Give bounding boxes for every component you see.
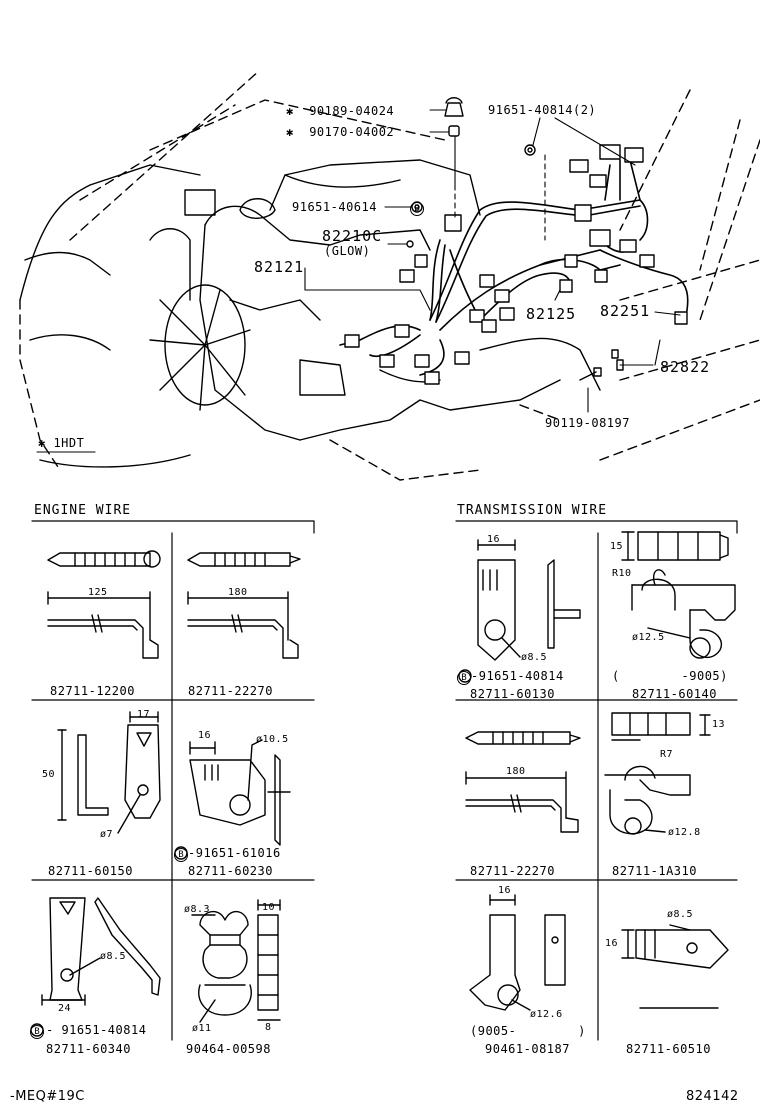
vehicle-body-outline xyxy=(20,70,760,480)
b-marker-icon: B xyxy=(457,671,471,685)
dim-label: 180 xyxy=(506,766,526,777)
cooling-fan xyxy=(150,229,250,410)
clamp-82711-22270-engine xyxy=(188,553,300,658)
part-82711-60230: 82711-60230 xyxy=(188,864,273,878)
dim-label: ø7 xyxy=(100,829,114,840)
dim-label: ø8.5 xyxy=(100,951,127,962)
star-marker: ✱ xyxy=(286,125,294,139)
section-frames xyxy=(32,521,737,1040)
part-number: 91651-40614 xyxy=(292,200,377,214)
dim-label: R10 xyxy=(612,568,632,579)
label-91651-40614: 91651-40614 xyxy=(292,200,377,214)
dim-label: ø12.6 xyxy=(530,1009,563,1020)
harness-connectors xyxy=(345,145,687,384)
part-82711-60510: 82711-60510 xyxy=(626,1042,711,1056)
dim-label: ø8.5 xyxy=(521,652,548,663)
part-82711-60340: 82711-60340 xyxy=(46,1042,131,1056)
part-number: 90189-04024 xyxy=(309,104,395,118)
footer-left-code: -MEQ#19C xyxy=(10,1089,85,1104)
engine-block xyxy=(185,160,600,440)
label-glow: (GLOW) xyxy=(324,244,371,258)
part-82711-1A310: 82711-1A310 xyxy=(612,864,697,878)
b-marker-icon: B xyxy=(30,1025,44,1039)
part-number: 90170-04002 xyxy=(309,125,395,139)
part-82711-22270-engine: 82711-22270 xyxy=(188,684,273,698)
b-marker-icon: B xyxy=(410,202,424,216)
dim-label: ø8.3 xyxy=(184,904,211,915)
part-82711-12200: 82711-12200 xyxy=(50,684,135,698)
note-9005-from: (9005- ) xyxy=(470,1024,586,1038)
bracket-82711-60510 xyxy=(622,925,728,1008)
bolt-91651-61016: -91651-61016 xyxy=(188,846,281,860)
clamp-82711-22270-trans xyxy=(466,732,580,832)
bracket-82711-60150 xyxy=(58,712,160,833)
dim-label: 8 xyxy=(265,1022,272,1033)
label-90119-08197: 90119-08197 xyxy=(545,416,630,430)
dim-label: ø11 xyxy=(192,1023,212,1034)
part-82711-60130: 82711-60130 xyxy=(470,687,555,701)
dim-label: 10 xyxy=(262,902,276,913)
top-leaders xyxy=(37,110,680,452)
dim-label: R7 xyxy=(660,749,674,760)
bracket-82711-60340 xyxy=(31,898,160,1036)
bracket-82711-60230 xyxy=(175,740,290,859)
clip-90464-00598 xyxy=(192,900,280,1022)
fender-outline xyxy=(20,165,200,300)
label-90189-04024: ✱ 90189-04024 xyxy=(286,104,394,118)
dim-label: 13 xyxy=(712,719,726,730)
part-82711-22270-trans: 82711-22270 xyxy=(470,864,555,878)
bracket-82711-60130 xyxy=(459,540,580,682)
b-marker-91651-40814-trans: B xyxy=(457,669,473,685)
label-90170-04002: ✱ 90170-04002 xyxy=(286,125,394,139)
dim-label: ø12.5 xyxy=(632,632,665,643)
wire-harness xyxy=(340,160,688,375)
part-90464-00598: 90464-00598 xyxy=(186,1042,271,1056)
section-title-engine-wire: ENGINE WIRE xyxy=(34,503,132,518)
label-82121: 82121 xyxy=(254,258,305,276)
bolt-91651-40814-engine: - 91651-40814 xyxy=(46,1023,147,1037)
part-number: 91651-40814 xyxy=(61,1023,147,1037)
bolt-91651-40814-trans: -91651-40814 xyxy=(471,669,564,683)
bracket-82711-60140 xyxy=(622,532,735,658)
dim-label: 50 xyxy=(42,769,56,780)
part-number: 91651-40814 xyxy=(478,669,564,683)
b-marker-91651-40814-engine: B xyxy=(30,1023,46,1039)
star-marker: ✱ xyxy=(286,104,294,118)
label-82210c: 82210C xyxy=(322,227,383,245)
note-9005-upto: ( -9005) xyxy=(612,669,728,683)
part-number: 91651-61016 xyxy=(195,846,281,860)
b-marker-91651-61016: B xyxy=(174,846,190,862)
label-82251: 82251 xyxy=(600,302,651,320)
b-marker-91651-40614: B xyxy=(410,200,426,216)
dim-label: 16 xyxy=(605,938,619,949)
dim-label: 180 xyxy=(228,587,248,598)
part-82711-60150: 82711-60150 xyxy=(48,864,133,878)
dim-label: 16 xyxy=(487,534,501,545)
engine-note: ✱ 1HDT xyxy=(38,436,85,450)
label-82125: 82125 xyxy=(526,305,577,323)
part-82711-60140: 82711-60140 xyxy=(632,687,717,701)
clamp-82711-12200 xyxy=(48,551,160,658)
label-82822: 82822 xyxy=(660,358,711,376)
dim-label: 24 xyxy=(58,1003,72,1014)
dim-label: 16 xyxy=(498,885,512,896)
dim-label: ø12.8 xyxy=(668,827,701,838)
b-marker-icon: B xyxy=(174,848,188,862)
dim-label: ø8.5 xyxy=(667,909,694,920)
dim-label: 15 xyxy=(610,541,624,552)
footer-right-code: 824142 xyxy=(686,1089,739,1104)
label-91651-40814-2: 91651-40814(2) xyxy=(488,103,597,117)
dim-label: ø10.5 xyxy=(256,734,289,745)
dim-label: 17 xyxy=(137,709,151,720)
part-90461-08187: 90461-08187 xyxy=(485,1042,570,1056)
dim-label: 125 xyxy=(88,587,108,598)
bracket-82711-1A310 xyxy=(605,713,710,834)
section-title-transmission-wire: TRANSMISSION WIRE xyxy=(457,503,608,518)
dim-label: 16 xyxy=(198,730,212,741)
bracket-90461-08187 xyxy=(470,895,565,1010)
